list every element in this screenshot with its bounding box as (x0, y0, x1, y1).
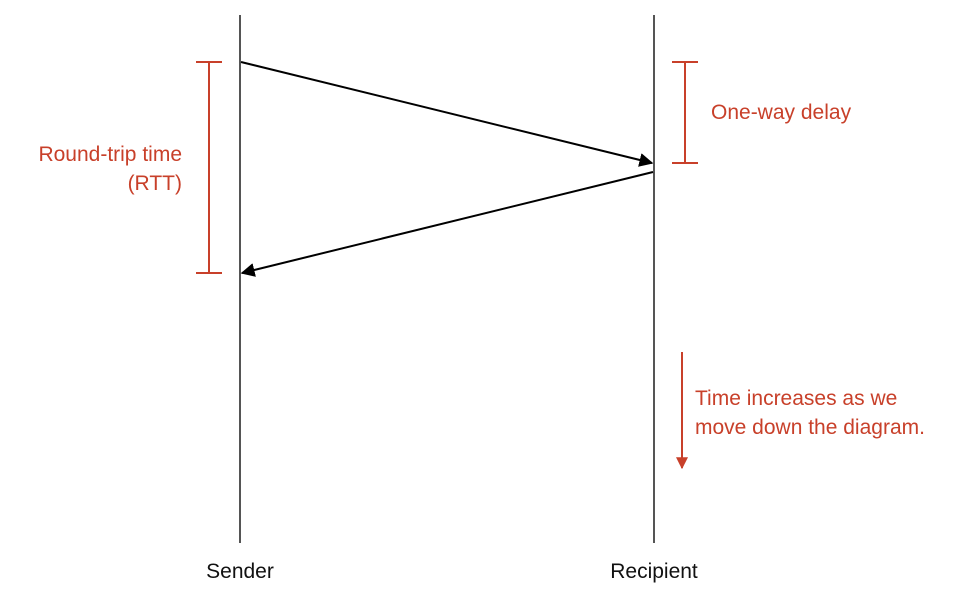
recipient-label: Recipient (610, 560, 698, 583)
time-label-line2: move down the diagram. (695, 416, 925, 439)
rtt-bracket (196, 61, 222, 274)
time-direction-label: Time increases as we move down the diagr… (695, 384, 925, 442)
response-arrow (240, 171, 654, 277)
one-way-delay-bracket (672, 61, 698, 164)
rtt-label-line2: (RTT) (127, 172, 182, 195)
rtt-label-line1: Round-trip time (38, 143, 182, 166)
sender-label: Sender (206, 560, 274, 583)
rtt-label: Round-trip time (RTT) (0, 140, 182, 198)
one-way-delay-label: One-way delay (711, 101, 852, 124)
time-label-line1: Time increases as we (695, 387, 898, 410)
request-arrow (240, 61, 654, 167)
